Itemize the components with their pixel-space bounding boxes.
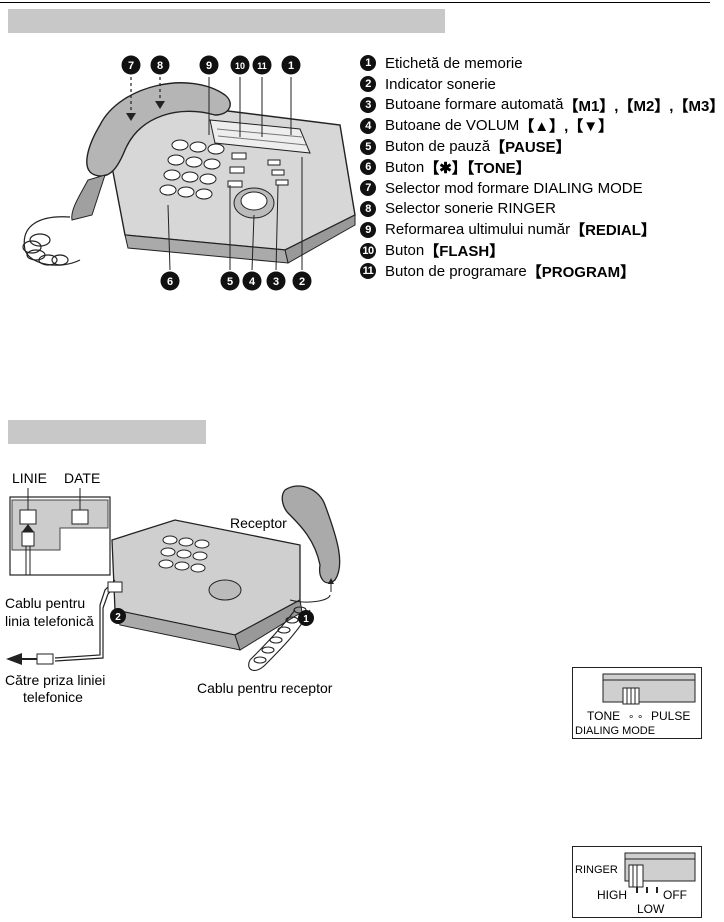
legend-item: 7 Selector mod formare DIALING MODE	[360, 178, 705, 199]
legend-text: Buton	[385, 242, 425, 260]
handset-cable-label: Cablu pentru receptor	[197, 680, 333, 696]
line-cable-label-2: linia telefonică	[5, 613, 94, 629]
legend-text: Selector mod formare DIALING MODE	[385, 179, 643, 197]
linie-label: LINIE	[12, 470, 47, 486]
legend-text: Selector sonerie RINGER	[385, 200, 556, 218]
callout-9: 9	[206, 60, 212, 72]
tone-label: TONE	[587, 709, 620, 723]
legend-item: 8 Selector sonerie RINGER	[360, 199, 705, 220]
to-jack-label-1: Către priza liniei	[5, 672, 105, 688]
callout-7: 7	[128, 60, 134, 72]
off-label: OFF	[663, 888, 687, 902]
legend-keys: 【FLASH】	[424, 243, 505, 261]
legend-item: 3 Butoane formare automată【M1】,【M2】,【M3】	[360, 95, 724, 116]
callout-8: 8	[157, 60, 163, 72]
dialing-mode-switch-diagram: TONE ∘ ∘ PULSE DIALING MODE	[572, 667, 702, 739]
legend-text: Etichetă de memorie	[385, 54, 523, 72]
phone-figure: 7 8 9 10 11 1 6 5 4 3 2	[22, 55, 356, 291]
legend-item: 10 Buton 【FLASH】	[360, 240, 705, 261]
legend-text: Reformarea ultimului număr	[385, 221, 571, 239]
legend-text: Indicator sonerie	[385, 75, 496, 93]
legend-number: 5	[360, 138, 376, 155]
legend-item: 9 Reformarea ultimului număr 【REDIAL】	[360, 219, 705, 240]
legend-number: 11	[360, 263, 376, 280]
high-label: HIGH	[597, 888, 627, 902]
line-cable-label-1: Cablu pentru	[5, 595, 85, 611]
legend-keys: 【▲】,【▼】	[519, 118, 614, 136]
callout-10: 10	[235, 61, 245, 71]
legend-keys: 【PROGRAM】	[526, 263, 636, 281]
connection-figure: LINIE DATE Receptor 2 1 Cablu	[5, 470, 341, 705]
callout-6: 6	[167, 276, 173, 288]
legend-item: 6 Buton 【✱】【TONE】	[360, 157, 705, 178]
marker-1: 1	[303, 614, 309, 625]
legend-keys: 【M1】,【M2】,【M3】	[563, 97, 724, 115]
legend-keys: 【✱】【TONE】	[424, 159, 531, 177]
legend-text: Buton de programare	[385, 262, 527, 280]
legend-number: 10	[360, 242, 376, 259]
section-header-bar-1	[8, 9, 445, 33]
receptor-label: Receptor	[230, 515, 287, 531]
callout-1: 1	[288, 60, 294, 72]
legend-item: 5 Buton de pauză 【PAUSE】	[360, 136, 705, 157]
dialing-mode-title: DIALING MODE	[575, 725, 655, 737]
legend-number: 3	[360, 96, 376, 113]
legend-number: 1	[360, 55, 376, 72]
legend-text: Butoane de VOLUM	[385, 117, 520, 135]
ringer-switch-diagram: RINGER HIGH OFF LOW	[572, 846, 702, 918]
legend-keys: 【PAUSE】	[490, 139, 571, 157]
legend-item: 1 Etichetă de memorie	[360, 53, 705, 74]
legend-number: 2	[360, 76, 376, 93]
legend-item: 11 Buton de programare 【PROGRAM】	[360, 261, 705, 282]
legend-number: 4	[360, 117, 376, 134]
legend-number: 7	[360, 180, 376, 197]
callout-4: 4	[249, 276, 256, 288]
callout-2: 2	[299, 276, 305, 288]
low-label: LOW	[637, 902, 665, 916]
pulse-label: PULSE	[651, 709, 690, 723]
legend-text: Butoane formare automată	[385, 96, 564, 114]
callout-11: 11	[257, 61, 267, 71]
marker-2: 2	[115, 612, 121, 623]
date-label: DATE	[64, 470, 100, 486]
switch-dots: ∘ ∘	[628, 712, 643, 723]
callout-3: 3	[273, 276, 279, 288]
section-header-bar-2	[8, 420, 206, 444]
callout-5: 5	[227, 276, 233, 288]
legend-keys: 【REDIAL】	[570, 222, 656, 240]
top-rule	[0, 2, 710, 3]
legend-number: 9	[360, 221, 376, 238]
legend-item: 2 Indicator sonerie	[360, 74, 705, 95]
to-jack-label-2: telefonice	[23, 689, 83, 705]
legend-text: Buton de pauză	[385, 138, 491, 156]
legend-number: 6	[360, 159, 376, 176]
ringer-title: RINGER	[575, 864, 618, 876]
legend-text: Buton	[385, 158, 425, 176]
legend-number: 8	[360, 200, 376, 217]
legend-item: 4 Butoane de VOLUM 【▲】,【▼】	[360, 115, 705, 136]
